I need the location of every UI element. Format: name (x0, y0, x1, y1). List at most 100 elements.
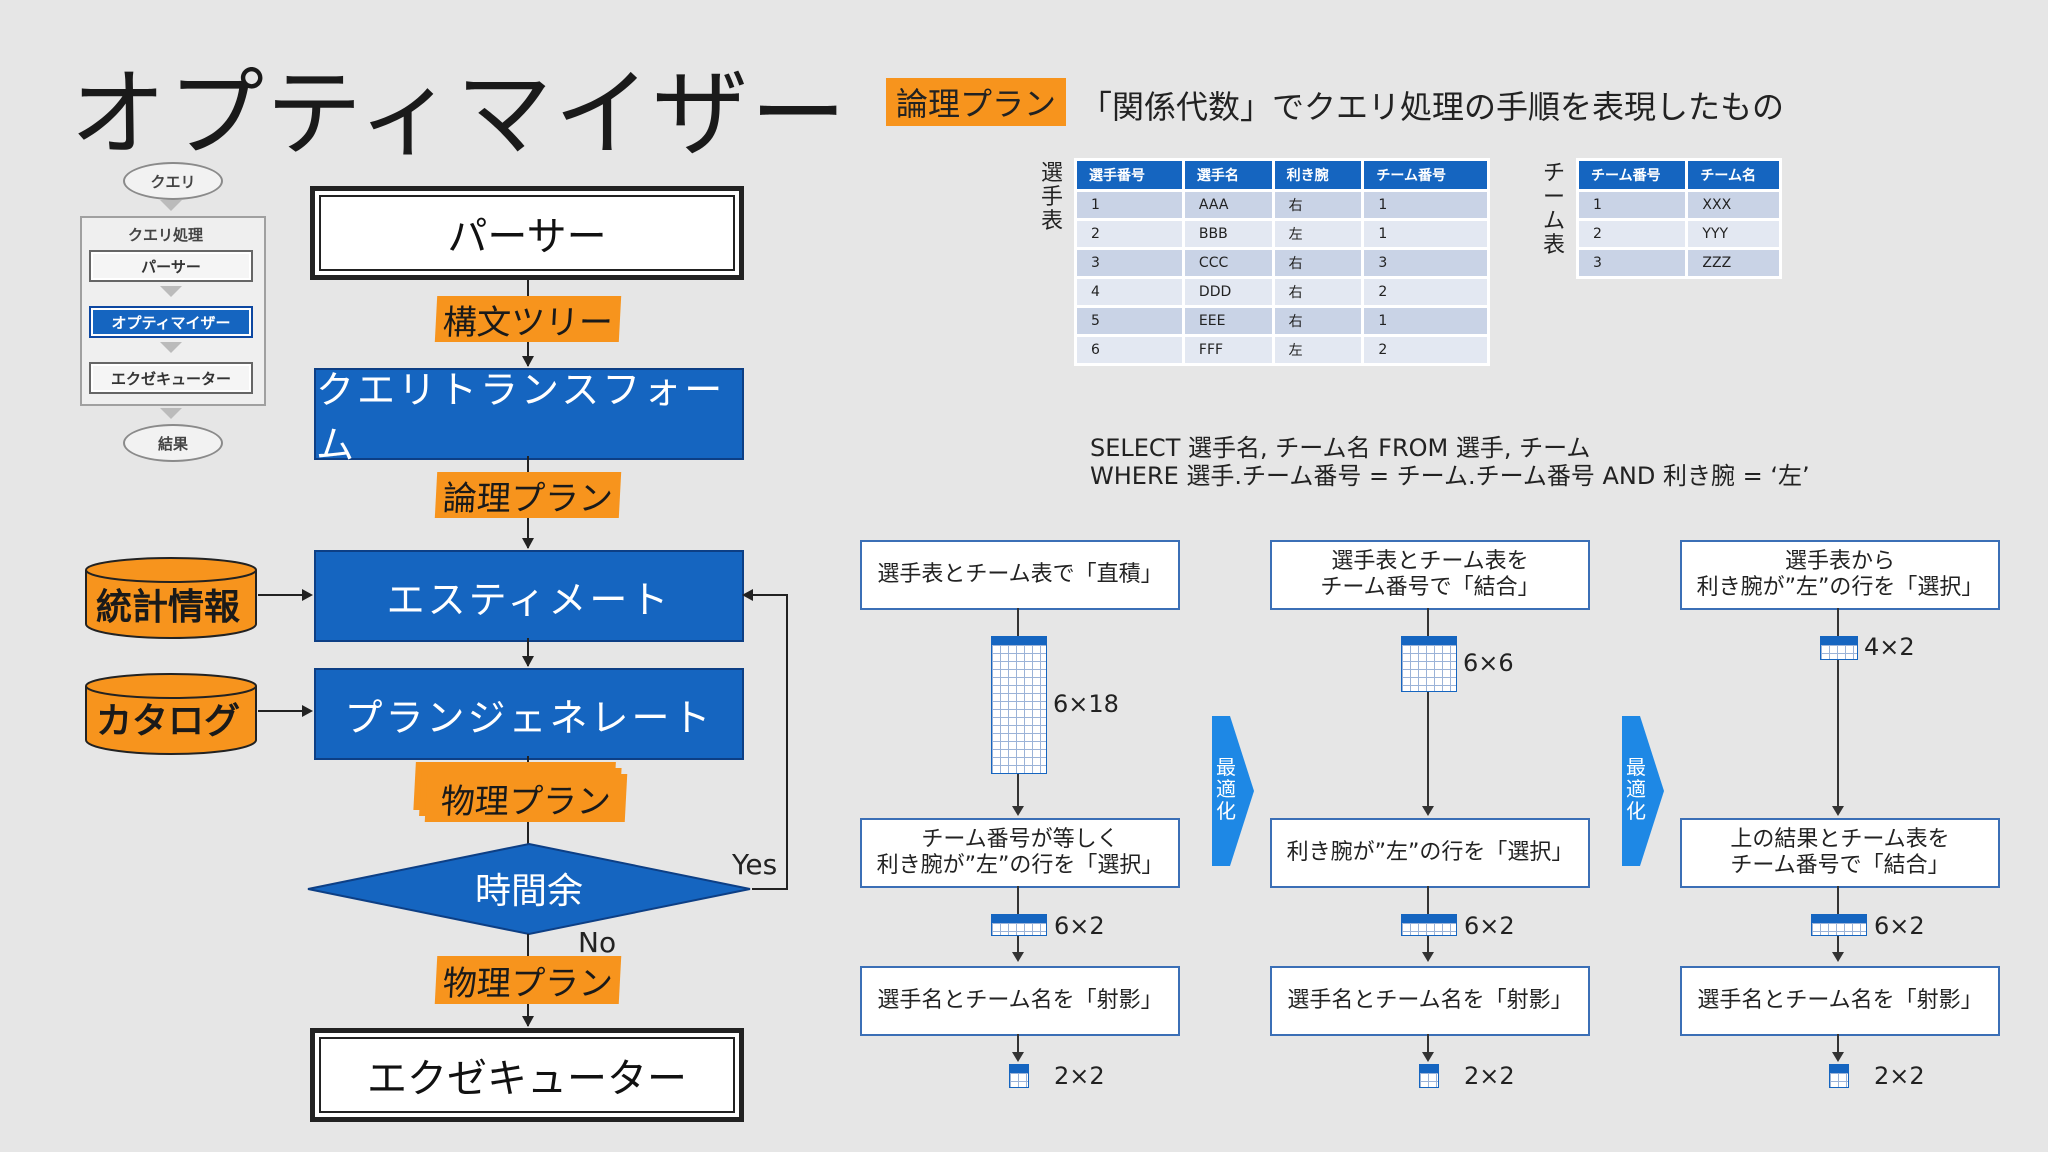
yes-loop-line (752, 888, 788, 890)
teams-table-label: チーム表 (1542, 161, 1565, 258)
mini-arrow-icon (160, 200, 182, 211)
row-count: 2×2 (1464, 1062, 1515, 1090)
table-cell: YYY (1685, 218, 1782, 250)
plan-step-box: 利き腕が”左”の行を「選択」 (1270, 818, 1590, 888)
mini-query: クエリ (123, 162, 223, 200)
plan-step-box: 選手名とチーム名を「射影」 (1270, 966, 1590, 1036)
arrow-down-icon (1012, 1052, 1024, 1062)
table-grid-icon (1419, 1064, 1439, 1088)
no-label: No (578, 926, 617, 959)
players-table-label: 選手表 (1040, 161, 1063, 234)
table-grid-icon (1811, 914, 1867, 936)
syntax-tree-tag: 構文ツリー (434, 296, 622, 343)
mini-processing-label: クエリ処理 (128, 226, 204, 244)
col-header: 選手番号 (1074, 158, 1185, 192)
mini-parser: パーサー (89, 250, 253, 282)
table-cell: XXX (1685, 189, 1782, 221)
row-count: 6×2 (1054, 912, 1105, 940)
table-cell: 2 (1361, 334, 1490, 366)
arrow-right-icon (302, 705, 313, 717)
arrow-down-icon (1832, 952, 1844, 962)
mini-optimizer: オプティマイザー (89, 306, 253, 338)
col-header: チーム名 (1685, 158, 1782, 192)
table-grid-icon (1009, 1064, 1029, 1088)
optimize-label: 最適化 (1626, 755, 1646, 823)
table-grid-icon (1829, 1064, 1849, 1088)
table-cell: 2 (1361, 276, 1490, 308)
arrow-left-icon (742, 589, 753, 601)
table-cell: 2 (1575, 218, 1689, 250)
plan-step-box: 選手表とチーム表で「直積」 (860, 540, 1180, 610)
arrow-down-icon (1422, 806, 1434, 816)
table-cell: 3 (1575, 247, 1689, 279)
table-grid-icon (1401, 914, 1457, 936)
time-left-label: 時間余 (474, 871, 583, 912)
row-count: 6×6 (1463, 649, 1514, 677)
optimize-arrow-icon (1212, 716, 1254, 866)
physical-plan-final-tag: 物理プラン (434, 956, 622, 1004)
mini-arrow-icon (160, 342, 182, 353)
catalog-db-icon (85, 673, 257, 755)
table-cell: AAA (1181, 189, 1275, 221)
table-cell: 4 (1074, 276, 1185, 308)
table-cell: 3 (1361, 247, 1490, 279)
table-cell: 1 (1575, 189, 1689, 221)
plan-step-box: 選手表とチーム表を チーム番号で「結合」 (1270, 540, 1590, 610)
table-grid-icon (1401, 636, 1457, 692)
table-grid-icon (991, 636, 1047, 774)
yes-loop-line (752, 594, 788, 596)
plan-connector (1837, 608, 1839, 808)
table-cell: FFF (1181, 334, 1275, 366)
optimize-arrow-icon (1622, 716, 1664, 866)
sql-line: WHERE 選手.チーム番号 = チーム.チーム番号 AND 利き腕 = ‘左’ (1090, 462, 1810, 490)
table-cell: 右 (1271, 247, 1365, 279)
plan-step-box: 選手名とチーム名を「射影」 (1680, 966, 2000, 1036)
table-cell: ZZZ (1685, 247, 1782, 279)
table-cell: 1 (1074, 189, 1185, 221)
row-count: 2×2 (1874, 1062, 1925, 1090)
parser-box: パーサー (310, 186, 744, 280)
plan-generate-box: プランジェネレート (314, 668, 744, 760)
mini-arrow-icon (160, 408, 182, 419)
query-transform-box: クエリトランスフォーム (314, 368, 744, 467)
table-cell: 3 (1074, 247, 1185, 279)
arrow-down-icon (1012, 806, 1024, 816)
stats-connector (258, 594, 304, 596)
mini-arrow-icon (160, 286, 182, 297)
yes-loop-line (786, 594, 788, 890)
col-header: 利き腕 (1271, 158, 1365, 192)
sql-line: SELECT 選手名, チーム名 FROM 選手, チーム (1090, 434, 1591, 462)
optimize-label: 最適化 (1216, 755, 1236, 823)
time-left-decision (307, 842, 751, 936)
table-cell: 6 (1074, 334, 1185, 366)
table-cell: 2 (1074, 218, 1185, 250)
logical-plan-header-tag: 論理プラン (886, 78, 1066, 126)
table-grid-icon (991, 914, 1047, 936)
plan-step-box: 選手表から 利き腕が”左”の行を「選択」 (1680, 540, 2000, 610)
plan-connector (1837, 1034, 1839, 1060)
arrow-down-icon (522, 656, 534, 667)
plan-connector (1427, 1034, 1429, 1060)
table-cell: 右 (1271, 305, 1365, 337)
arrow-down-icon (522, 538, 534, 549)
plan-connector (1017, 1034, 1019, 1060)
row-count: 6×2 (1464, 912, 1515, 940)
logical-plan-tag: 論理プラン (434, 472, 622, 519)
table-cell: DDD (1181, 276, 1275, 308)
table-cell: 1 (1361, 305, 1490, 337)
arrow-down-icon (522, 356, 534, 367)
table-cell: 左 (1271, 334, 1365, 366)
plan-step-box: チーム番号が等しく 利き腕が”左”の行を「選択」 (860, 818, 1180, 888)
table-cell: BBB (1181, 218, 1275, 250)
table-cell: 左 (1271, 218, 1365, 250)
arrow-down-icon (1832, 806, 1844, 816)
col-header: チーム番号 (1575, 158, 1689, 192)
sql-query: SELECT 選手名, チーム名 FROM 選手, チーム WHERE 選手.チ… (1090, 434, 1810, 490)
plan-step-box: 選手名とチーム名を「射影」 (860, 966, 1180, 1036)
